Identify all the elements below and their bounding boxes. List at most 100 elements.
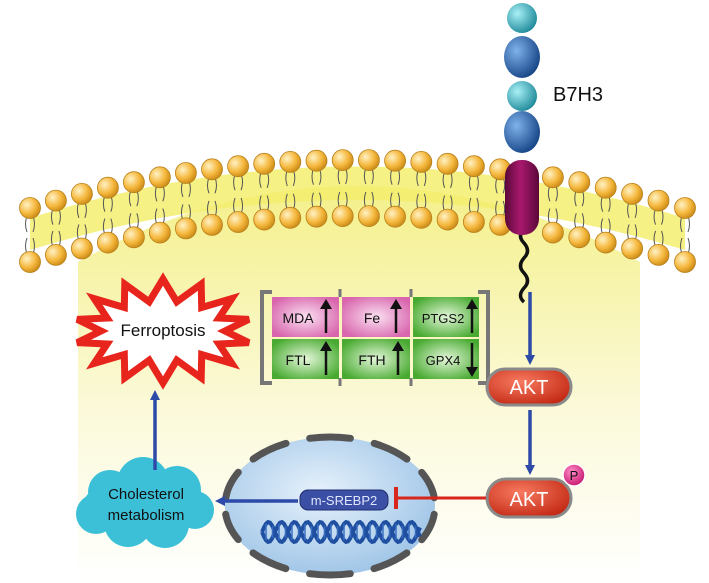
lipid-head	[621, 182, 643, 205]
lipid-tail	[653, 208, 664, 248]
lipid-tail	[600, 195, 611, 235]
phospho-akt-node: AKT P	[485, 463, 586, 519]
lipid-head	[279, 150, 302, 173]
lipid-head	[384, 149, 407, 172]
lipid-head	[45, 189, 67, 212]
arrow-down-icon	[466, 343, 478, 377]
lipid-tail	[25, 215, 35, 255]
lipid-head	[594, 176, 617, 199]
lipid-head	[542, 221, 564, 244]
lipid-head	[594, 231, 617, 254]
lipid-head	[331, 149, 354, 172]
lipid-head	[148, 166, 171, 189]
marker-cell: GPX4	[413, 339, 479, 379]
lipid-head	[97, 176, 119, 199]
lipid-head	[674, 197, 696, 219]
inhibition-arrow	[394, 487, 486, 509]
lipid-head	[253, 152, 276, 175]
lipid-head	[568, 171, 591, 194]
nuclear-pore-segment	[249, 439, 290, 463]
marker-label: FTH	[358, 352, 385, 368]
marker-cell: FTH	[342, 339, 410, 379]
arrow-up-icon	[392, 341, 404, 375]
marker-panel: MDA Fe PTGS2 FTL FTH GPX4	[260, 289, 490, 386]
lipid-head	[305, 205, 328, 228]
nuclear-pore-segment	[306, 570, 354, 579]
lipid-tail	[390, 168, 401, 209]
panel-bracket-left	[260, 290, 272, 385]
lipid-head	[279, 206, 302, 229]
lipid-head	[384, 205, 407, 228]
lipid-head	[542, 166, 564, 189]
lipid-tail	[363, 167, 374, 209]
lipid-head	[674, 251, 696, 273]
lipid-head	[410, 206, 433, 229]
akt-node: AKT	[485, 367, 573, 407]
lipid-tail	[102, 195, 113, 235]
nuclear-pore-segment	[222, 468, 242, 502]
lipid-head	[227, 155, 250, 178]
lipid-tail	[206, 177, 217, 218]
lipid-tail	[233, 174, 244, 215]
marker-label: Fe	[364, 310, 381, 326]
arrow-up-icon	[320, 299, 332, 333]
phospho-label: P	[570, 468, 579, 483]
lipid-head	[357, 205, 380, 228]
lipid-tail	[627, 201, 638, 241]
akt-p-label: AKT	[510, 489, 549, 511]
srebp2-label: m-SREBP2	[311, 493, 377, 508]
lipid-head	[647, 189, 670, 212]
lipid-tail	[337, 167, 348, 209]
cholesterol-cloud	[76, 457, 214, 548]
marker-label: GPX4	[426, 353, 461, 368]
lipid-tail	[285, 169, 296, 211]
lipid-head	[174, 162, 197, 184]
arrow-up-icon	[390, 299, 402, 333]
srebp2-box	[299, 489, 389, 511]
lipid-head	[122, 171, 145, 194]
lipid-tail	[259, 171, 270, 212]
lipid-head	[568, 226, 591, 249]
lipid-head	[305, 149, 328, 172]
b7h3-receptor	[504, 3, 540, 304]
lipid-tail	[154, 185, 165, 225]
lipid-tail	[680, 215, 690, 255]
lipid-tail	[468, 174, 479, 215]
marker-cell: MDA	[272, 297, 339, 337]
lipid-head	[357, 149, 380, 172]
nuclear-pore-segment	[306, 433, 354, 442]
lipid-head	[436, 152, 459, 175]
lipid-head	[462, 155, 485, 178]
lipid-head	[201, 158, 223, 181]
nuclear-pore-segment	[249, 549, 290, 573]
arrow-up-icon	[466, 299, 478, 333]
marker-cell: FTL	[272, 339, 339, 379]
lipid-tail	[574, 190, 585, 230]
panel-bracket-right	[478, 290, 490, 385]
ferroptosis-label: Ferroptosis	[120, 321, 205, 340]
lipid-head	[19, 197, 41, 219]
cholesterol-label-line1: Cholesterol	[108, 486, 184, 503]
lipid-head	[647, 243, 670, 266]
dna-helix	[260, 519, 422, 545]
phospho-badge	[562, 463, 586, 487]
marker-cell: PTGS2	[413, 297, 479, 337]
lipid-head	[45, 243, 67, 266]
lipid-tails	[25, 167, 690, 255]
nuclear-pore-segment	[418, 510, 438, 544]
lipid-head	[71, 237, 93, 260]
nucleus: m-SREBP2	[222, 433, 438, 579]
lipid-head	[71, 182, 93, 205]
lipid-head	[410, 150, 433, 173]
receptor-domain-blue	[504, 36, 540, 78]
lipid-head	[253, 208, 276, 231]
lipid-tail	[547, 185, 558, 225]
marker-label: FTL	[286, 352, 311, 368]
nuclear-pore-segment	[370, 439, 411, 463]
lipid-heads	[19, 149, 696, 273]
lipid-tail	[311, 168, 322, 209]
nuclear-pore-segment	[370, 549, 411, 573]
lipid-tail	[128, 190, 139, 230]
lipid-head	[227, 211, 250, 233]
